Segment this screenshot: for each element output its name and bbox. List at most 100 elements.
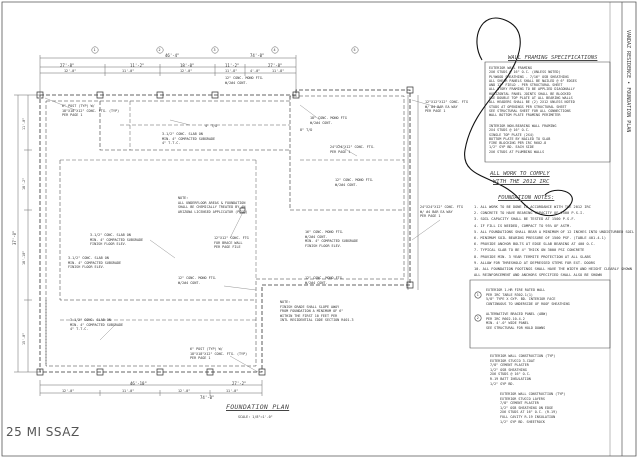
post-footing-8 bbox=[157, 369, 163, 375]
dim-top-overall: 74'-0" bbox=[250, 53, 265, 58]
side-title: VANDAZ RESIDENCE • FOUNDATION PLAN bbox=[625, 30, 631, 133]
pin-label-3: 3 bbox=[213, 47, 216, 52]
dim-left-3: 18'-10" bbox=[22, 250, 26, 265]
post-footing-2 bbox=[97, 92, 103, 98]
footing-garage bbox=[290, 96, 404, 210]
footing-inner-offset bbox=[46, 96, 404, 366]
plan-note-15: 12" CONC. MONO FTG.W/2#4 CONT. bbox=[305, 276, 344, 285]
post-footing-5 bbox=[293, 92, 299, 98]
pin-label-1: 1 bbox=[93, 47, 96, 52]
plan-note-12: 16" CONC. MONO FTG.W/2#4 CONT.MIN. 4" CO… bbox=[305, 230, 359, 248]
foundation-note-item: 5. ALL FOUNDATIONS SHALL BEAR A MINIMUM … bbox=[474, 229, 635, 234]
plan-note-2: 12" CONC. MONO FTG.W/2#4 CONT. bbox=[225, 76, 264, 85]
foundation-note-item: 7. TYPICAL SLAB TO BE 4" THICK ON 3000 P… bbox=[474, 248, 585, 253]
post-footing-7 bbox=[97, 369, 103, 375]
plan-note-7: 24"X24"X12" CONC. FTG.PER PAGE 1 bbox=[330, 145, 375, 154]
plan-note-4: 4" T/D bbox=[205, 124, 218, 128]
foundation-note-item: 6. PROVIDE ANCHOR BOLTS AT EDGE SLAB BEA… bbox=[474, 242, 596, 247]
dim-left-4: 15'-0" bbox=[22, 332, 26, 345]
dim-sub-6: 11'-8" bbox=[272, 69, 285, 73]
pin-label-5: 5 bbox=[353, 47, 356, 52]
post-footing-12 bbox=[407, 282, 413, 288]
dim-bottom-5: 12'-0" bbox=[178, 388, 191, 393]
dim-bottom-6: 11'-0" bbox=[226, 388, 239, 393]
post-footing-3 bbox=[157, 92, 163, 98]
wall-framing-title: WALL FRAMING SPECIFICATIONS bbox=[508, 55, 598, 61]
plan-note-6: 8" T/D bbox=[300, 128, 313, 132]
post-footing-1 bbox=[37, 92, 43, 98]
legend-box bbox=[470, 280, 610, 348]
dim-sub-1: 12'-0" bbox=[64, 69, 77, 73]
wall-section-1: EXTERIOR WALL CONSTRUCTION (TYP) EXTERIO… bbox=[490, 354, 556, 386]
foundation-note-item: 8. PROVIDE MIN. 3 YEAR TERMITE PROTECTIO… bbox=[474, 254, 591, 259]
legend-mark-2: 2 bbox=[476, 315, 479, 320]
foundation-note-item: 6. MINIMUM SOIL BEARING PRESSURE OF 1500… bbox=[474, 236, 606, 241]
plan-note-9: 12" CONC. MONO FTG.W/2#4 CONT. bbox=[335, 178, 374, 187]
post-footing-11 bbox=[407, 87, 413, 93]
compliance-line-1: ALL WORK TO COMPLY bbox=[490, 171, 550, 177]
legend-item-2: ALTERNATIVE BRACED PANEL (ABW)PER IRC R6… bbox=[486, 312, 548, 330]
pin-label-2: 2 bbox=[158, 47, 161, 52]
dim-bottom-3: 12'-0" bbox=[62, 388, 75, 393]
wall-section-2: EXTERIOR WALL CONSTRUCTION (TYP) EXTERIO… bbox=[500, 392, 566, 424]
legend-mark-1: 1 bbox=[476, 292, 479, 297]
foundation-notes-list: 1. ALL WORK TO BE DONE IN ACCORDANCE WIT… bbox=[474, 204, 634, 278]
plan-scale: SCALE: 1/8"=1'-0" bbox=[238, 415, 273, 419]
dim-left-2: 18'-2" bbox=[22, 177, 26, 190]
pin-label-4: 4 bbox=[273, 47, 276, 52]
foundation-notes-title: FOUNDATION NOTES: bbox=[498, 195, 555, 201]
plan-note-14: 12" CONC. MONO FTG.W/2#4 CONT. bbox=[178, 276, 217, 285]
foundation-note-item: 10. ALL FOUNDATION FOOTINGS SHALL HAVE T… bbox=[474, 267, 632, 272]
dim-bottom-1: 46'-10" bbox=[130, 381, 147, 386]
dim-sub-4: 11'-8" bbox=[225, 69, 238, 73]
foundation-note-item: 4. IF FILL IS NEEDED, COMPACT TO 95% OF … bbox=[474, 223, 572, 228]
foundation-note-item: 9. ALLOW FOR THRESHOLD AT DEPRESSED STEM… bbox=[474, 260, 596, 265]
footing-porch-front bbox=[100, 101, 290, 150]
dim-sub-2: 11'-0" bbox=[122, 69, 135, 73]
dim-top-6: 27'-8" bbox=[268, 63, 283, 68]
dim-sub-5: 4'-0" bbox=[250, 69, 261, 73]
dim-left-overall: 37'-0" bbox=[12, 230, 17, 245]
dim-top-1: 46'-4" bbox=[165, 53, 180, 58]
foundation-note-item: 1. ALL WORK TO BE DONE IN ACCORDANCE WIT… bbox=[474, 205, 591, 209]
watermark-text: 25 MI SSAZ bbox=[6, 425, 80, 439]
plan-title: FOUNDATION PLAN bbox=[226, 403, 290, 411]
dim-bottom-4: 11'-0" bbox=[122, 388, 135, 393]
post-footing-9 bbox=[207, 369, 213, 375]
dim-top-2: 27'-8" bbox=[60, 63, 75, 68]
dim-bottom-2: 27'-2" bbox=[232, 381, 247, 386]
post-footing-6 bbox=[37, 369, 43, 375]
post-footing-4 bbox=[212, 92, 218, 98]
dim-top-5: 11'-2" bbox=[225, 63, 240, 68]
dim-top-3: 11'-2" bbox=[130, 63, 145, 68]
foundation-note-item: 3. SOIL CAPACITY SHALL BE TESTED AT 1500… bbox=[474, 217, 576, 222]
compliance-line-2: WITH THE 2012 IRC bbox=[493, 179, 550, 185]
plan-note-1: 6" POST (TYP) W/18"X18"X12" CONC. FTG. (… bbox=[62, 104, 120, 118]
foundation-note-item: 2. CONCRETE TO HAVE BEARING CAPACITY OF … bbox=[474, 211, 585, 216]
post-footing-10 bbox=[259, 369, 265, 375]
dim-left-1: 11'-0" bbox=[22, 117, 26, 130]
sheet-border bbox=[2, 2, 636, 456]
wall-framing-box bbox=[485, 62, 610, 162]
footing-interior-1 bbox=[60, 160, 256, 300]
redline-scribble bbox=[465, 18, 573, 216]
dim-sub-3: 12'-0" bbox=[180, 69, 193, 73]
foundation-note-item: ALL REINFORCEMENT AND ANCHORS SPECIFIED … bbox=[474, 273, 602, 278]
plan-note-18: 6" POST (TYP) W/18"X18"X12" CONC. FTG. (… bbox=[190, 347, 248, 361]
dim-top-4: 18'-0" bbox=[180, 63, 195, 68]
